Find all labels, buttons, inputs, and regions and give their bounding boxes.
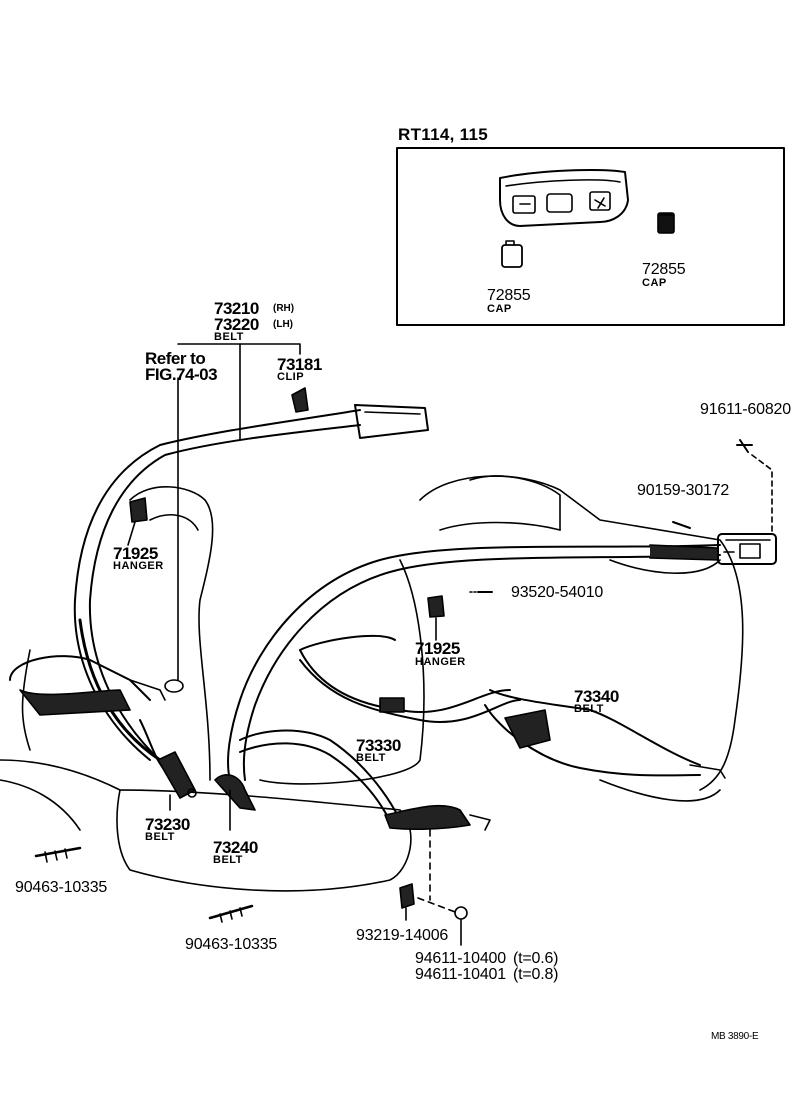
belt-73340-name: BELT [574, 703, 604, 715]
right-shoulder-belt [227, 533, 777, 781]
cap-a-name: CAP [487, 303, 512, 315]
belt-lh-side: (LH) [273, 319, 293, 330]
right-lap-belt [484, 689, 726, 779]
belt-main-name: BELT [214, 331, 244, 343]
screw-bottom-part [208, 904, 254, 923]
bottom-anchor [399, 829, 468, 946]
bolt-top-right-part: 91611-60820 [700, 401, 791, 418]
clip-part [291, 387, 309, 413]
washer-a-part: 94611-10400 [415, 950, 506, 967]
hanger-mid-name: HANGER [415, 656, 466, 668]
refer-line1: Refer to [145, 349, 206, 368]
figure-code: MB 3890-E [711, 1031, 759, 1042]
cap-b-part: 72855 [642, 261, 686, 278]
cap-b-name: CAP [642, 277, 667, 289]
clip-name: CLIP [277, 371, 305, 383]
left-shoulder-belt [73, 404, 429, 766]
hanger-left-name: HANGER [113, 560, 164, 572]
left-seat [0, 486, 412, 892]
belt-73330-name: BELT [356, 752, 386, 764]
clip-part-number: 73181 [277, 355, 322, 374]
refer-line2: FIG.74-03 [145, 365, 218, 384]
washer-a-note: (t=0.6) [513, 950, 559, 967]
washer-upper-part-number: 90159-30172 [637, 482, 730, 499]
inset-cap-left [501, 240, 523, 268]
inset-title: RT114, 115 [398, 125, 488, 144]
bolt-bottom-part-number: 93219-14006 [356, 927, 449, 944]
inset-cap-right [657, 212, 675, 234]
belt-73330-part: 73330 [356, 736, 401, 755]
center-belt [239, 634, 521, 831]
left-retractor [9, 655, 166, 716]
belt-73340-part: 73340 [574, 687, 619, 706]
hanger-mid-part-number: 71925 [415, 639, 460, 658]
belt-lh-part: 73220 [214, 315, 259, 334]
screw-mid-part-number: 93520-54010 [511, 584, 604, 601]
belt-rh-side: (RH) [273, 303, 295, 314]
hanger-mid-part [427, 595, 445, 641]
inset-console [499, 169, 629, 227]
hanger-left-part-number: 71925 [113, 544, 158, 563]
hanger-left-part [127, 497, 148, 546]
left-buckle [139, 719, 197, 811]
belt-73230-name: BELT [145, 831, 175, 843]
center-buckle [214, 774, 256, 831]
washer-b-note: (t=0.8) [513, 966, 559, 983]
right-seat [259, 475, 744, 802]
screw-bottom-part-number: 90463-10335 [185, 936, 278, 953]
screw-left-part-number: 90463-10335 [15, 879, 108, 896]
belt-73240-part: 73240 [213, 838, 258, 857]
belt-73230-part: 73230 [145, 815, 190, 834]
inset-box [396, 147, 785, 326]
washer-upper-part [672, 521, 691, 529]
screw-left-part [34, 846, 82, 863]
bolt-top-right [736, 439, 773, 536]
belt-73240-name: BELT [213, 854, 243, 866]
cap-a-part: 72855 [487, 287, 531, 304]
belt-rh-part: 73210 [214, 299, 259, 318]
grommet [164, 679, 184, 693]
washer-b-part: 94611-10401 [415, 966, 506, 983]
